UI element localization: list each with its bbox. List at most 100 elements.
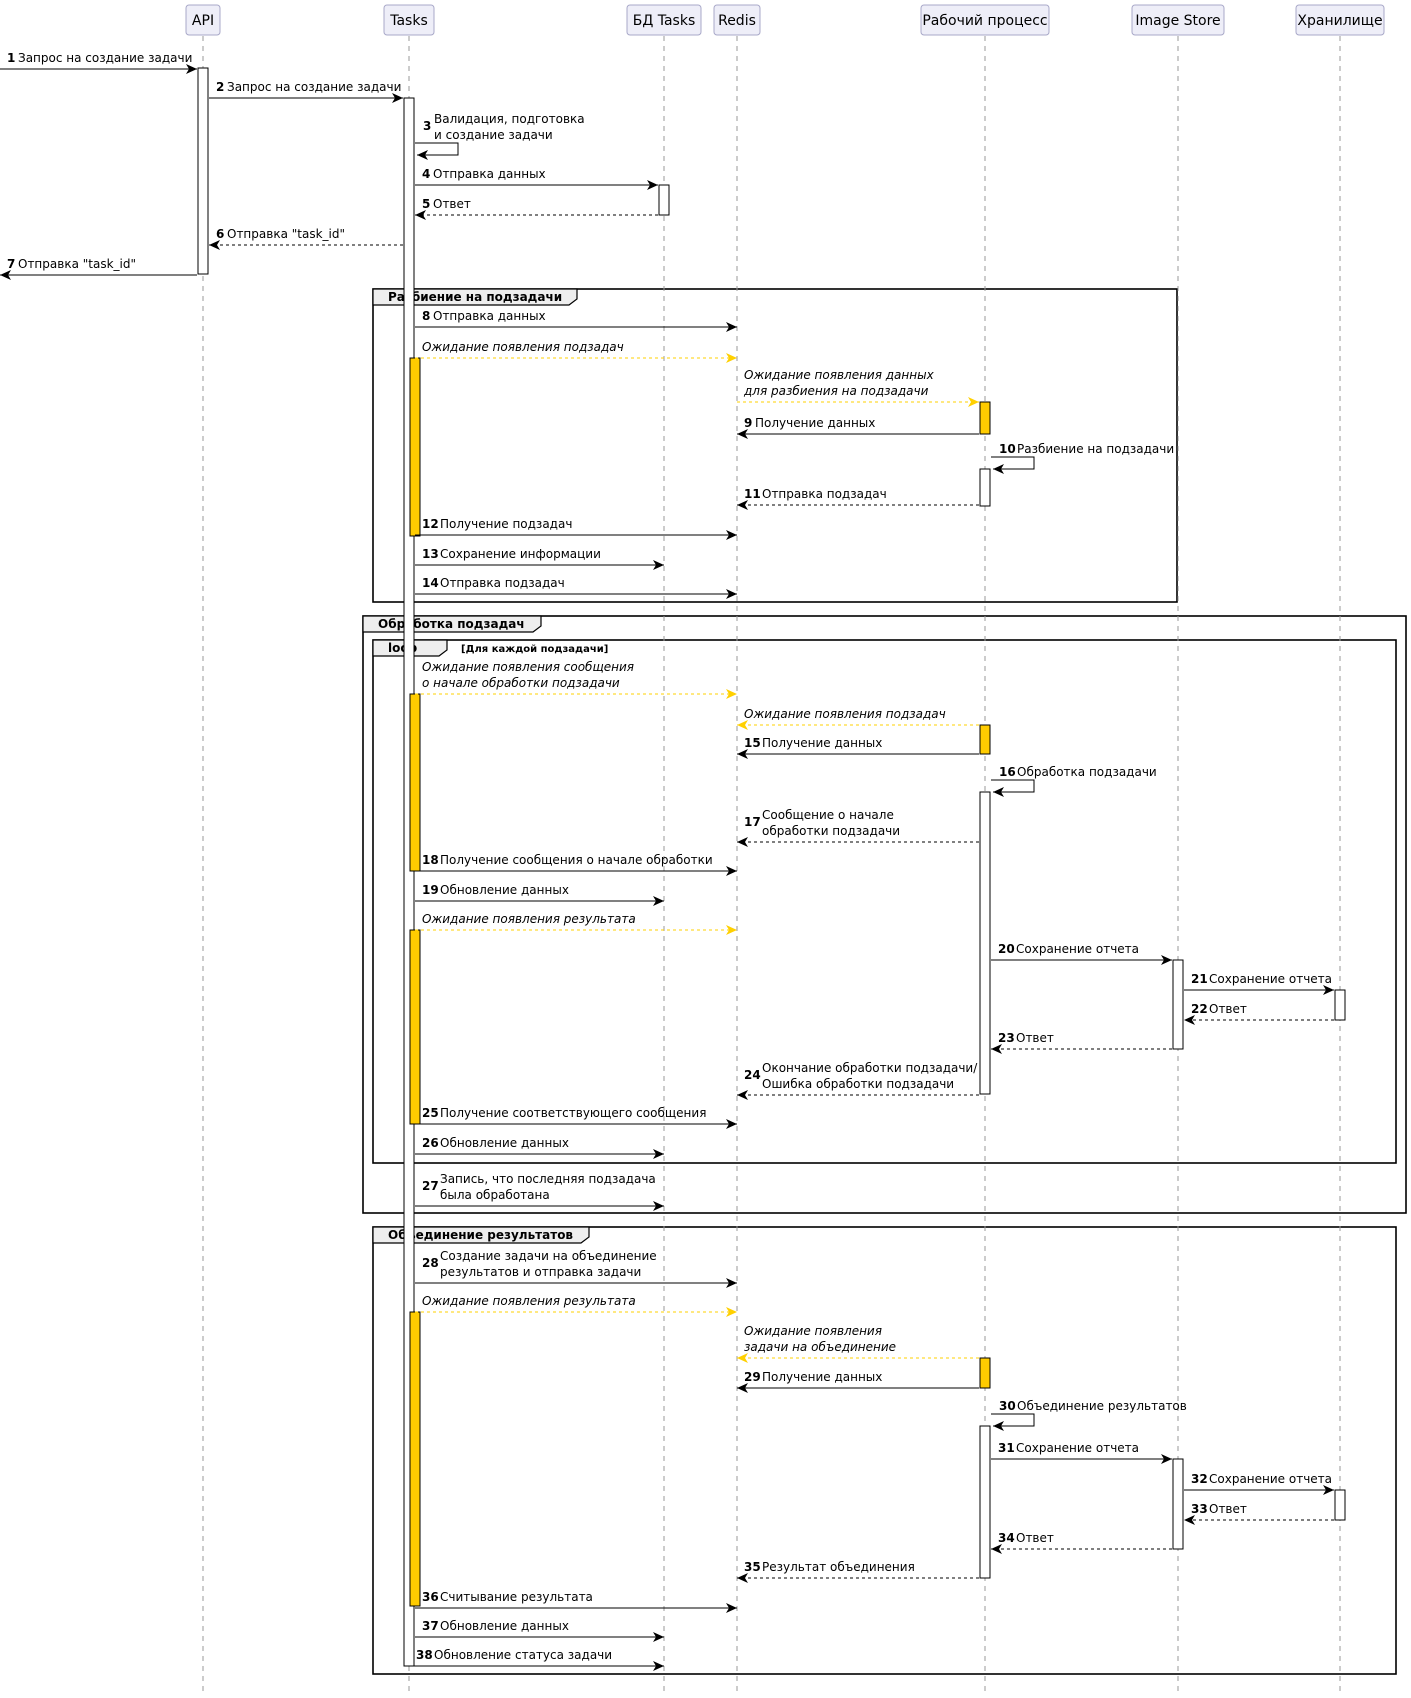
message-number: 3 (423, 119, 431, 133)
message-number: 28 (422, 1256, 439, 1270)
activation-bar (979, 1425, 991, 1579)
participant-worker: Рабочий процесс (920, 4, 1050, 36)
message-number: 14 (422, 576, 439, 590)
message-number: 11 (744, 487, 761, 501)
message-label: Окончание обработки подзадачи/ (762, 1061, 978, 1075)
wait-activation-bar (979, 401, 991, 435)
participant-label: API (192, 13, 214, 29)
message-label: Ожидание появления подзадач (744, 707, 946, 721)
message-label: Ответ (1209, 1502, 1247, 1516)
participant-label: Redis (718, 13, 756, 29)
message-number: 9 (744, 416, 752, 430)
activation-bar (979, 468, 991, 507)
message-label: Отправка "task_id" (227, 227, 345, 241)
message-arrow (991, 779, 1035, 797)
message-number: 8 (422, 309, 430, 323)
message-number: 2 (216, 80, 224, 94)
activation-bar (1172, 959, 1184, 1050)
message-number: 35 (744, 1560, 761, 1574)
message-number: 10 (999, 442, 1016, 456)
message-label: была обработана (440, 1188, 550, 1202)
message-number: 30 (999, 1399, 1016, 1413)
frame-title: Разбиение на подзадачи (388, 290, 562, 304)
activation-bar (1334, 1489, 1346, 1521)
message-label: Сохранение отчета (1016, 1441, 1139, 1455)
message-label: о начале обработки подзадачи (422, 676, 620, 690)
message-label: Обновление данных (440, 1136, 569, 1150)
message-number: 26 (422, 1136, 439, 1150)
message-number: 29 (744, 1370, 761, 1384)
activation-bar (979, 791, 991, 1095)
participant-label: БД Tasks (633, 13, 696, 29)
message-label: Ожидание появления подзадач (422, 340, 624, 354)
message-label: Обновление статуса задачи (434, 1648, 612, 1662)
frame-title: Обработка подзадач (378, 617, 525, 631)
message-label: Валидация, подготовка (434, 112, 585, 126)
wait-activation-bar (409, 1311, 421, 1607)
message-number: 18 (422, 853, 439, 867)
message-label: Обновление данных (440, 883, 569, 897)
message-label: Обработка подзадачи (1017, 765, 1157, 779)
message-label: и создание задачи (434, 128, 553, 142)
participant-label: Рабочий процесс (922, 13, 1047, 29)
message-number: 17 (744, 815, 761, 829)
message-label: Отправка подзадач (440, 576, 565, 590)
message-label: Ответ (1016, 1531, 1054, 1545)
message-number: 12 (422, 517, 439, 531)
frame-merge-results: Объединение результатов (372, 1226, 1397, 1675)
participant-db-tasks: БД Tasks (626, 4, 702, 36)
activation-bar (1334, 989, 1346, 1021)
wait-activation-bar (979, 1357, 991, 1389)
message-label: Обновление данных (440, 1619, 569, 1633)
message-label: Отправка "task_id" (18, 257, 136, 271)
message-label: Ожидание появления сообщения (422, 660, 634, 674)
participant-redis: Redis (713, 4, 761, 36)
message-label: Сохранение отчета (1209, 1472, 1332, 1486)
message-arrow (991, 456, 1035, 474)
activation-bar (658, 184, 670, 216)
participant-tasks: Tasks (383, 4, 435, 36)
message-label: задачи на объединение (744, 1340, 896, 1354)
message-number: 22 (1191, 1002, 1208, 1016)
message-label: Отправка данных (433, 167, 546, 181)
wait-activation-bar (979, 724, 991, 755)
frame-split-subtasks: Разбиение на подзадачи (372, 288, 1178, 603)
participant-api: API (185, 4, 221, 36)
message: Ожидание появления результата (415, 1294, 737, 1317)
message-number: 37 (422, 1619, 439, 1633)
message-number: 6 (216, 227, 224, 241)
message-label: Получение данных (762, 1370, 882, 1384)
activation-bar (1172, 1458, 1184, 1550)
frame-title: Объединение результатов (388, 1228, 573, 1242)
message-number: 21 (1191, 972, 1208, 986)
frame-process-subtasks: Обработка подзадач (362, 615, 1407, 1214)
message-label: Разбиение на подзадачи (1017, 442, 1174, 456)
message-number: 24 (744, 1068, 761, 1082)
message-label: Результат объединения (762, 1560, 915, 1574)
message-number: 1 (7, 51, 15, 65)
